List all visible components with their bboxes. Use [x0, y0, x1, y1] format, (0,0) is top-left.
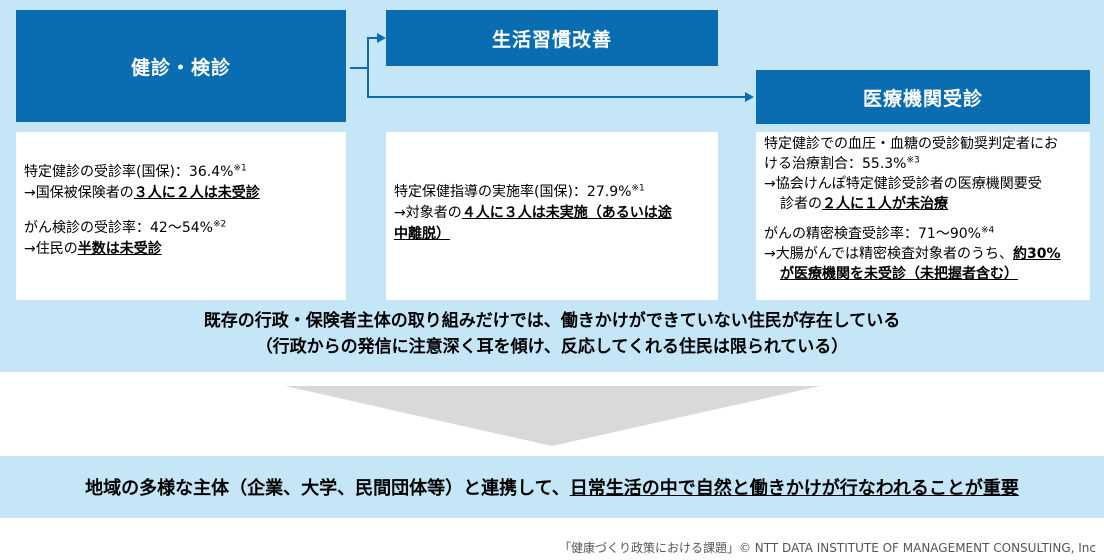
lifestyle-box: 生活習慣改善: [386, 10, 718, 66]
guidance-note-line-2: 中離脱）: [394, 226, 450, 242]
summary-line-2: （行政からの発信に注意深く耳を傾け、反応してくれる住民は限られている）: [255, 337, 849, 357]
checkup-label: 健診・検診: [130, 56, 231, 79]
medical-box: 医療機関受診: [756, 70, 1090, 124]
copyright-footer: 「健康づくり政策における課題」© NTT DATA INSTITUTE OF M…: [558, 541, 1096, 555]
summary-line-1: 既存の行政・保険者主体の取り組みだけでは、働きかけができていない住民が存在してい…: [203, 311, 901, 331]
cancer-rate-line: がん検診の受診率：42～54%※2: [24, 219, 227, 236]
treatment-rate-line: 特定健診での血圧・血糖の受診勧奨判定者にお: [764, 136, 1058, 152]
summary-text: 既存の行政・保険者主体の取り組みだけでは、働きかけができていない住民が存在してい…: [0, 308, 1104, 360]
arrow-head-lifestyle: [377, 33, 386, 43]
cancer-note-line: →住民の半数は未受診: [24, 241, 162, 257]
lifestyle-label: 生活習慣改善: [491, 28, 612, 51]
checkup-card: 特定健診の受診率(国保)：36.4%※1 →国保被保険者の３人に２人は未受診 が…: [16, 132, 346, 300]
guidance-note-line: →対象者の４人に３人は未実施（あるいは途: [394, 205, 672, 221]
exam-note-line-2: が医療機関を未受診（未把握者含む）: [780, 266, 1018, 282]
exam-rate-line: がんの精密検査受診率：71～90%※4: [764, 225, 995, 242]
checkup-box: 健診・検診: [16, 10, 346, 122]
checkup-note-line: →国保被保険者の３人に２人は未受診: [24, 185, 260, 201]
arrow-head-medical: [745, 92, 754, 102]
checkup-rate-line: 特定健診の受診率(国保)：36.4%※1: [24, 163, 247, 180]
lifestyle-card: 特定保健指導の実施率(国保)：27.9%※1 →対象者の４人に３人は未実施（ある…: [386, 132, 718, 300]
medical-label: 医療機関受診: [862, 87, 983, 110]
treatment-rate-line-2: ける治療割合：55.3%※3: [764, 155, 920, 172]
exam-note-line: →大腸がんでは精密検査対象者のうち、約30%: [764, 246, 1061, 262]
conclusion-text: 地域の多様な主体（企業、大学、民間団体等）と連携して、日常生活の中で自然と働きか…: [85, 478, 1019, 499]
conclusion-band: 地域の多様な主体（企業、大学、民間団体等）と連携して、日常生活の中で自然と働きか…: [0, 456, 1104, 518]
treatment-note-line-2: 診者の２人に１人が未治療: [780, 196, 948, 212]
arrow-to-lifestyle: [350, 37, 382, 69]
arrow-to-medical: [367, 68, 748, 98]
down-triangle: [285, 386, 820, 446]
treatment-note-line: →協会けんぽ特定健診受診者の医療機関要受: [764, 176, 1042, 192]
flow-arrows: [350, 33, 754, 102]
medical-card: 特定健診での血圧・血糖の受診勧奨判定者にお ける治療割合：55.3%※3 →協会…: [756, 132, 1090, 300]
guidance-rate-line: 特定保健指導の実施率(国保)：27.9%※1: [394, 183, 645, 200]
